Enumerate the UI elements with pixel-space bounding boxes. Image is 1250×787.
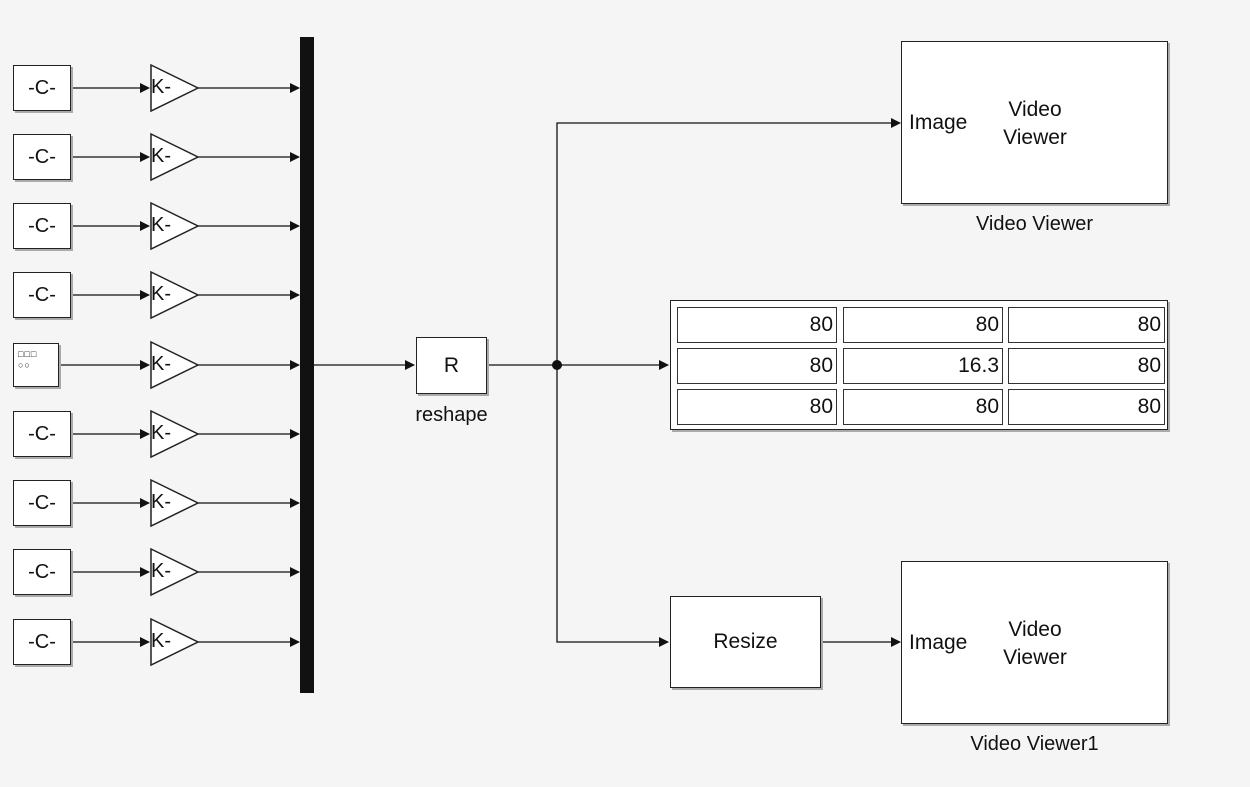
display-cell: 80 [1008, 348, 1165, 384]
gain-label: K- [151, 353, 171, 375]
constant-block[interactable]: -C- [13, 203, 71, 249]
display-cell: 80 [1008, 389, 1165, 425]
resize-block[interactable]: Resize [670, 596, 821, 688]
gain-label: K- [151, 491, 171, 513]
constant-block[interactable]: -C- [13, 619, 71, 665]
viewer1-title: Video Viewer [990, 616, 1080, 672]
gain-block[interactable] [150, 617, 200, 667]
viewer-title-line2: Viewer [1003, 126, 1067, 149]
gain-label: K- [151, 283, 171, 305]
viewer1-title-line2: Viewer [1003, 646, 1067, 669]
gain-label: K- [151, 76, 171, 98]
gain-label: K- [151, 145, 171, 167]
signal-source-block[interactable]: □□□○○ [13, 343, 59, 387]
branch-to-resize-line [556, 365, 669, 647]
video-viewer1-block[interactable]: Image Video Viewer [901, 561, 1168, 724]
gain-block[interactable] [150, 132, 200, 182]
constant-block[interactable]: -C- [13, 480, 71, 526]
display-cell: 16.3 [843, 348, 1003, 384]
display-cell: 80 [677, 348, 837, 384]
gain-block[interactable] [150, 340, 200, 390]
source-glyph-icon: □□□○○ [18, 349, 38, 370]
reshape-caption: reshape [415, 404, 488, 426]
constant-block[interactable]: -C- [13, 411, 71, 457]
reshape-block[interactable]: R [416, 337, 487, 394]
display-cell: 80 [677, 389, 837, 425]
gain-label: K- [151, 630, 171, 652]
display-cell: 80 [1008, 307, 1165, 343]
display-cell: 80 [677, 307, 837, 343]
constant-block[interactable]: -C- [13, 134, 71, 180]
mux-bar[interactable] [300, 37, 314, 693]
video-viewer1-caption: Video Viewer1 [970, 733, 1099, 755]
gain-block[interactable] [150, 409, 200, 459]
viewer-title: Video Viewer [990, 96, 1080, 152]
branch-to-viewer-line [556, 118, 901, 365]
video-viewer-block[interactable]: Image Video Viewer [901, 41, 1168, 204]
resize-label: Resize [713, 630, 778, 653]
viewer1-title-line1: Video [1008, 618, 1062, 641]
constant-block[interactable]: -C- [13, 549, 71, 595]
gain-label: K- [151, 422, 171, 444]
gain-label: K- [151, 560, 171, 582]
video-viewer-caption: Video Viewer [975, 213, 1094, 235]
gain-block[interactable] [150, 478, 200, 528]
source-signal-lines [60, 63, 300, 667]
gain-block[interactable] [150, 270, 200, 320]
constant-block[interactable]: -C- [13, 65, 71, 111]
viewer-image-port: Image [909, 111, 968, 134]
reshape-symbol: R [443, 353, 460, 377]
viewer1-image-port: Image [909, 631, 968, 654]
gain-block[interactable] [150, 547, 200, 597]
display-cell: 80 [843, 389, 1003, 425]
display-cell: 80 [843, 307, 1003, 343]
gain-block[interactable] [150, 63, 200, 113]
viewer-title-line1: Video [1008, 98, 1062, 121]
gain-label: K- [151, 214, 171, 236]
constant-block[interactable]: -C- [13, 272, 71, 318]
gain-block[interactable] [150, 201, 200, 251]
